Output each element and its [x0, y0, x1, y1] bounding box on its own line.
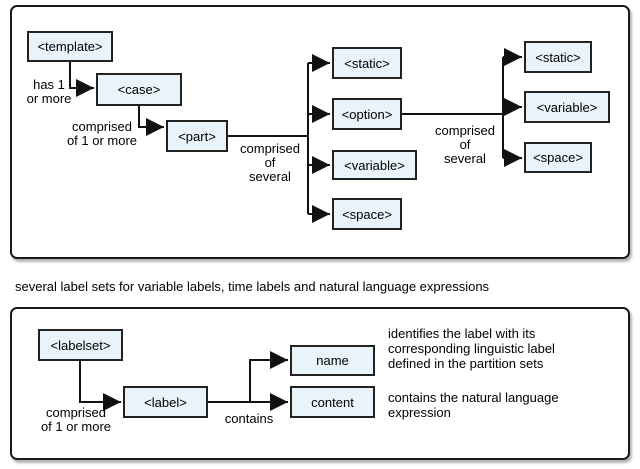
edge-label-comprised-several-1: comprised of several — [240, 141, 300, 184]
space-node-2: <space> — [524, 142, 592, 173]
labelset-node: <labelset> — [38, 329, 123, 361]
space-node-1: <space> — [332, 198, 402, 230]
name-description: identifies the label with its correspond… — [388, 326, 555, 371]
edge-label-contains: contains — [224, 411, 274, 426]
variable-node-1: <variable> — [332, 150, 417, 180]
template-node: <template> — [27, 31, 113, 62]
name-node: name — [290, 345, 375, 376]
edge-label-comprised-several-2: comprised of several — [435, 123, 495, 166]
edge-label-has-1-or-more: has 1 or more — [26, 77, 72, 106]
variable-node-2: <variable> — [524, 91, 610, 123]
content-description: contains the natural language expression — [388, 390, 559, 420]
edge-label-comprised-1-or-more: comprised of 1 or more — [66, 119, 138, 148]
static-node-1: <static> — [332, 47, 402, 79]
middle-caption: several label sets for variable labels, … — [15, 279, 490, 294]
option-node: <option> — [332, 98, 402, 130]
label-node: <label> — [123, 386, 208, 418]
edge-label-comprised-bottom: comprised of 1 or more — [40, 405, 112, 434]
part-node: <part> — [166, 120, 228, 152]
case-node: <case> — [96, 73, 182, 106]
content-node: content — [290, 386, 375, 418]
static-node-2: <static> — [524, 41, 592, 73]
